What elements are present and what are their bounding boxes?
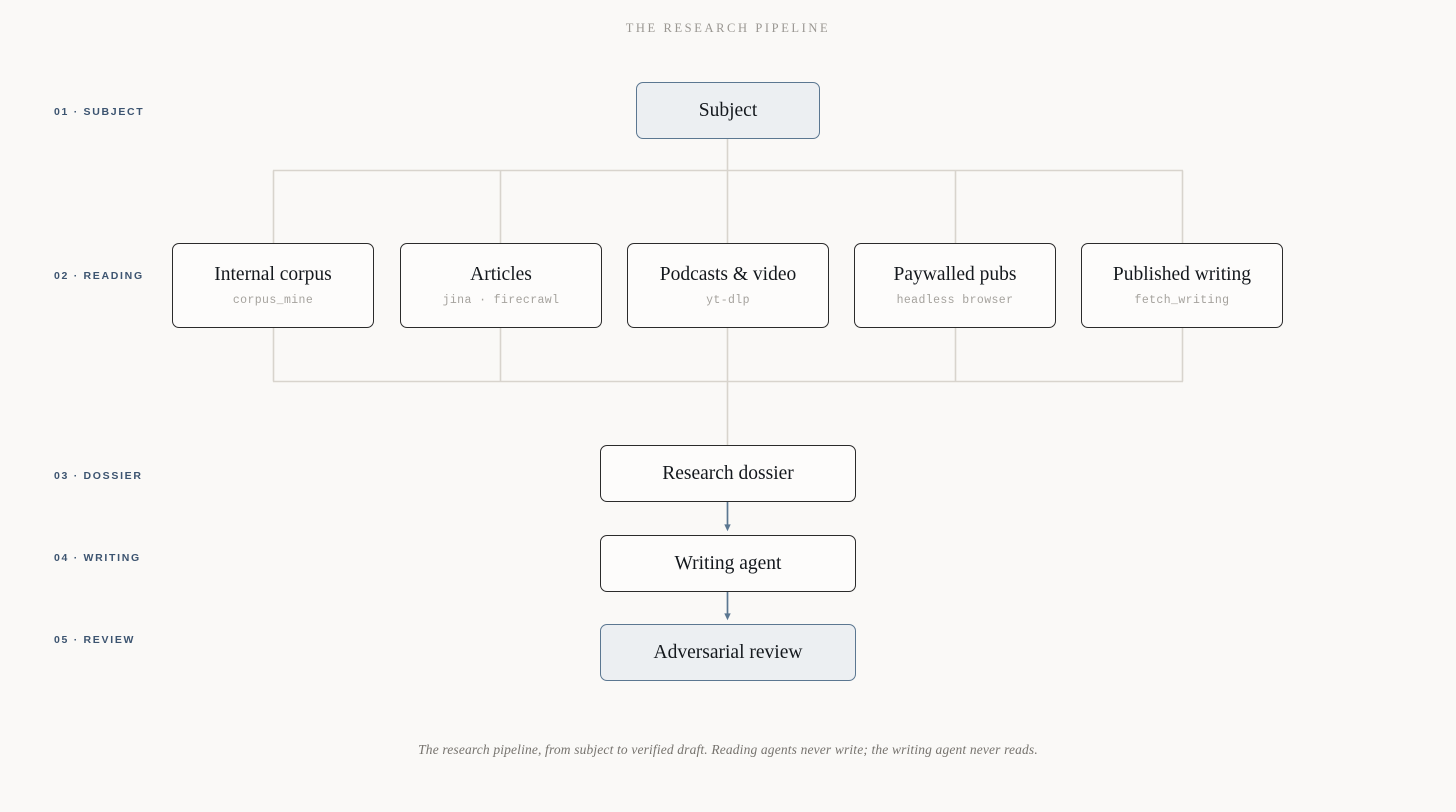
- node-articles-tool: jina · firecrawl: [442, 294, 560, 308]
- node-paywalled-pubs-tool: headless browser: [896, 294, 1014, 308]
- node-research-dossier-title: Research dossier: [662, 462, 794, 484]
- page-title: THE RESEARCH PIPELINE: [625, 21, 831, 35]
- node-paywalled-pubs[interactable]: Paywalled pubs headless browser: [854, 243, 1056, 328]
- node-research-dossier[interactable]: Research dossier: [600, 445, 856, 502]
- stage-label-dossier: 03 · DOSSIER: [54, 470, 143, 482]
- node-writing-agent-title: Writing agent: [674, 552, 782, 574]
- node-podcasts-video-tool: yt-dlp: [706, 294, 750, 308]
- node-published-writing-title: Published writing: [1112, 263, 1252, 285]
- node-adversarial-review-title: Adversarial review: [653, 641, 803, 663]
- node-published-writing-tool: fetch_writing: [1134, 294, 1230, 308]
- node-podcasts-video[interactable]: Podcasts & video yt-dlp: [627, 243, 829, 328]
- stage-label-reading: 02 · READING: [54, 270, 144, 282]
- node-podcasts-video-title: Podcasts & video: [659, 263, 797, 285]
- node-writing-agent[interactable]: Writing agent: [600, 535, 856, 592]
- stage-label-review: 05 · REVIEW: [54, 634, 136, 646]
- figure-caption: The research pipeline, from subject to v…: [418, 742, 1038, 757]
- node-published-writing[interactable]: Published writing fetch_writing: [1081, 243, 1283, 328]
- node-internal-corpus-title: Internal corpus: [214, 263, 332, 285]
- node-subject-title: Subject: [698, 99, 758, 121]
- node-subject[interactable]: Subject: [636, 82, 820, 139]
- stage-label-writing: 04 · WRITING: [54, 552, 141, 564]
- node-internal-corpus-tool: corpus_mine: [232, 294, 314, 308]
- node-articles[interactable]: Articles jina · firecrawl: [400, 243, 602, 328]
- stage-label-subject: 01 · SUBJECT: [54, 106, 145, 118]
- node-paywalled-pubs-title: Paywalled pubs: [893, 263, 1017, 285]
- node-adversarial-review[interactable]: Adversarial review: [600, 624, 856, 681]
- node-articles-title: Articles: [470, 263, 532, 285]
- node-internal-corpus[interactable]: Internal corpus corpus_mine: [172, 243, 374, 328]
